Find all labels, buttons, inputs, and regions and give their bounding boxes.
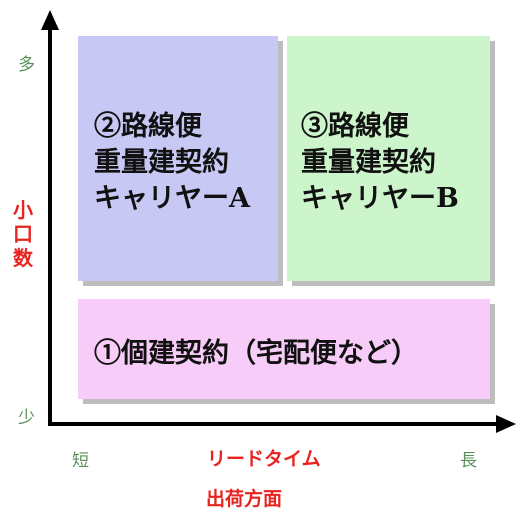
quadrant-box-top-right <box>287 36 490 281</box>
y-axis-title-char: 小 <box>13 198 33 222</box>
quadrant-line: キャリヤーA <box>94 183 250 214</box>
quadrant-line: キャリヤーB <box>301 183 459 214</box>
quadrant-line: ①個建契約（宅配便など） <box>94 338 418 369</box>
quadrant-line: 重量建契約 <box>301 147 436 178</box>
x-axis-short-label: 短 <box>72 451 89 471</box>
quadrant-line: ③路線便 <box>301 111 409 142</box>
y-axis-high-label: 多 <box>18 55 35 75</box>
x-axis-arrowhead <box>496 415 516 433</box>
x-axis-long-label: 長 <box>460 451 477 471</box>
y-axis-title-char: 数 <box>13 246 33 270</box>
quadrant-text-top-right: ③路線便 重量建契約 キャリヤーB <box>301 109 459 217</box>
quadrant-box-bottom <box>78 299 490 399</box>
y-axis-low-label: 少 <box>18 408 35 428</box>
quadrant-box-top-left <box>78 36 278 281</box>
y-axis-arrowhead <box>41 10 59 30</box>
quadrant-text-bottom: ①個建契約（宅配便など） <box>94 336 418 372</box>
quadrant-line: ②路線便 <box>94 111 202 142</box>
x-axis-title: リードタイム <box>207 448 321 470</box>
x-axis-subtitle: 出荷方面 <box>206 488 283 510</box>
quadrant-text-top-left: ②路線便 重量建契約 キャリヤーA <box>94 109 250 217</box>
y-axis-title: 小 口 数 <box>12 198 34 270</box>
quadrant-line: 重量建契約 <box>94 147 229 178</box>
y-axis-title-char: 口 <box>13 222 33 246</box>
